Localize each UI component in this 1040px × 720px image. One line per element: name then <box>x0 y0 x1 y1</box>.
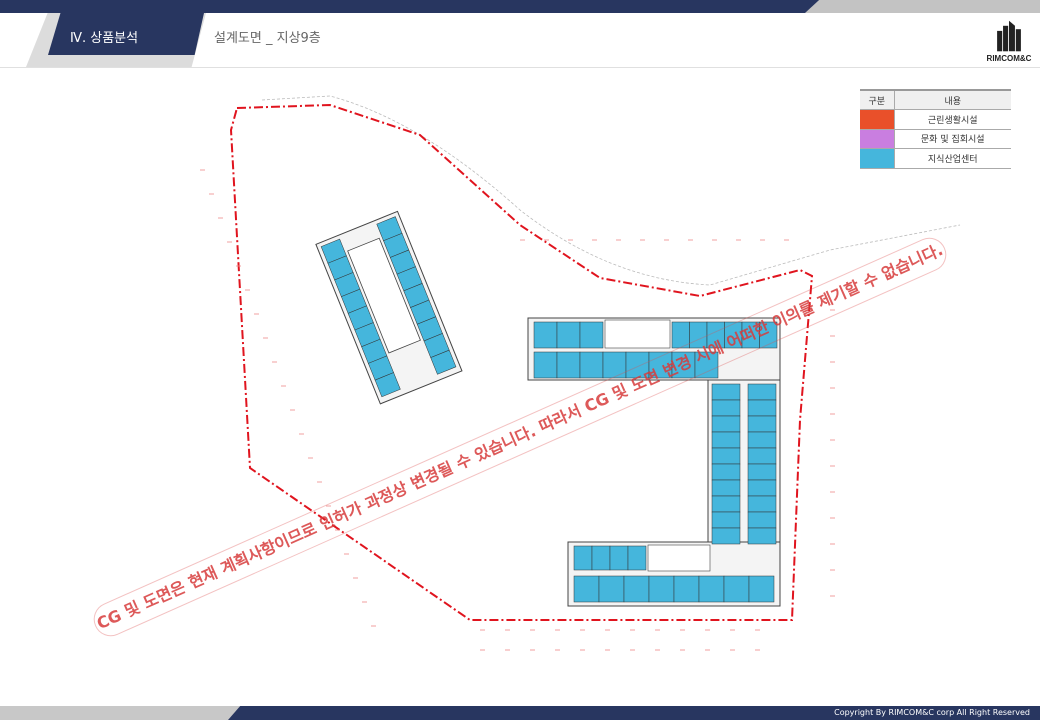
logo-text: RIMCOM&C <box>986 54 1032 63</box>
company-logo: RIMCOM&C <box>980 18 1038 64</box>
office-unit <box>623 575 650 603</box>
office-unit <box>591 545 611 571</box>
office-unit <box>374 372 401 398</box>
office-unit <box>533 351 558 379</box>
footer-bar: Copyright By RIMCOM&C corp All Right Res… <box>228 706 1040 720</box>
office-unit <box>748 575 775 603</box>
office-unit <box>747 479 777 497</box>
legend-swatch-culture <box>860 129 894 149</box>
office-unit <box>598 575 625 603</box>
office-unit <box>747 415 777 433</box>
office-unit <box>673 575 700 603</box>
page-title: 설계도면 _ 지상9층 <box>214 31 321 46</box>
office-unit <box>747 463 777 481</box>
office-unit <box>747 447 777 465</box>
office-unit <box>711 383 741 401</box>
office-unit <box>747 399 777 417</box>
office-unit <box>711 431 741 449</box>
site-boundary <box>229 103 814 621</box>
office-unit <box>579 351 604 379</box>
office-unit <box>556 351 581 379</box>
office-unit <box>556 321 581 349</box>
building-a <box>315 210 463 405</box>
logo-building-icon <box>997 20 1021 52</box>
office-unit <box>747 495 777 513</box>
office-unit <box>573 545 593 571</box>
office-unit <box>648 575 675 603</box>
top-bar-accent <box>805 0 1040 13</box>
legend-swatch-retail <box>860 109 894 130</box>
office-unit <box>711 463 741 481</box>
section-tab: Ⅳ. 상품분석 <box>48 13 204 55</box>
office-unit <box>609 545 629 571</box>
top-bar <box>0 0 1040 13</box>
office-unit <box>627 545 647 571</box>
office-unit <box>711 479 741 497</box>
office-unit <box>533 321 558 349</box>
legend-header-content: 내용 <box>893 89 1011 110</box>
office-unit <box>711 511 741 529</box>
office-unit <box>747 527 777 545</box>
office-unit <box>698 575 725 603</box>
header-divider <box>0 67 1040 68</box>
section-label: Ⅳ. 상품분석 <box>70 31 139 46</box>
office-unit <box>711 495 741 513</box>
office-unit <box>711 415 741 433</box>
office-unit <box>579 321 604 349</box>
office-unit <box>711 447 741 465</box>
office-unit <box>723 575 750 603</box>
legend-label: 근린생활시설 <box>893 109 1011 130</box>
office-unit <box>711 399 741 417</box>
office-unit <box>747 511 777 529</box>
legend-header-category: 구분 <box>860 89 894 110</box>
road-outline <box>261 95 961 286</box>
office-unit <box>747 383 777 401</box>
legend-swatch-knowledge-center <box>860 148 894 169</box>
office-unit <box>759 321 778 349</box>
office-unit <box>711 527 741 545</box>
floor-plan <box>200 95 961 651</box>
building-b <box>527 317 781 607</box>
legend-label: 지식산업센터 <box>893 148 1011 169</box>
legend-label: 문화 및 집회시설 <box>893 129 1011 149</box>
office-unit <box>573 575 600 603</box>
office-unit <box>430 349 457 375</box>
office-unit <box>694 351 719 379</box>
office-unit <box>747 431 777 449</box>
copyright-text: Copyright By RIMCOM&C corp All Right Res… <box>834 708 1030 717</box>
footer-accent <box>0 706 240 720</box>
